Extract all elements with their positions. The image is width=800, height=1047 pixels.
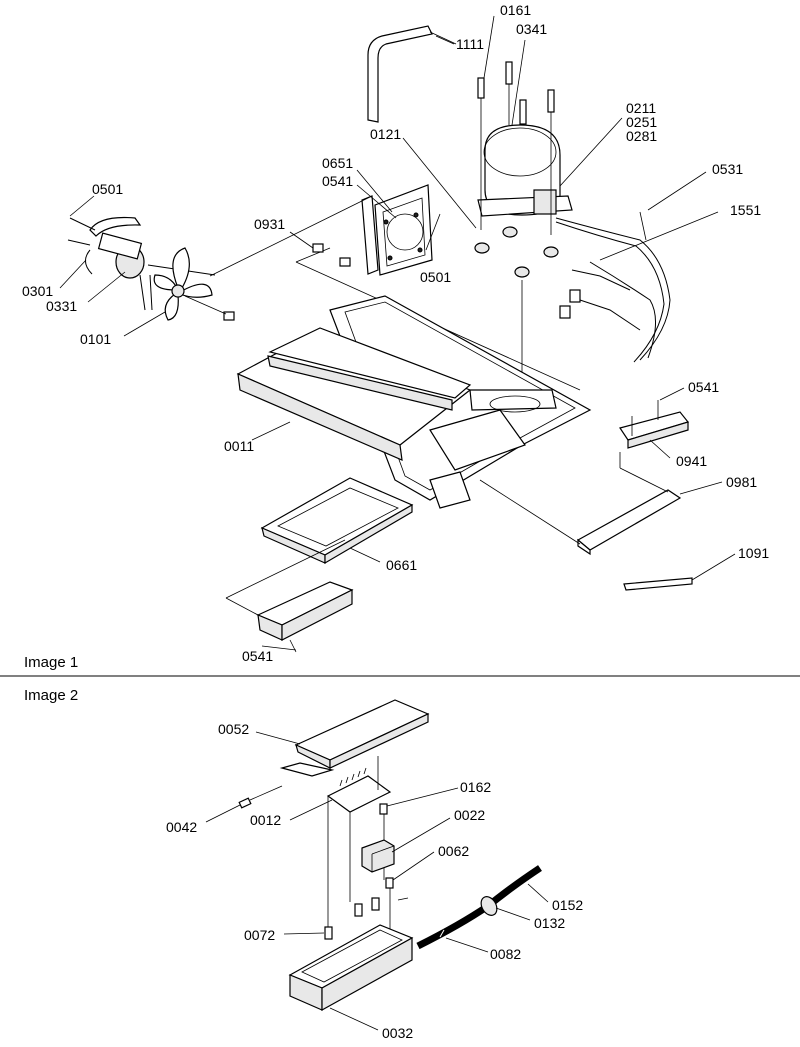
fasteners [324,897,409,940]
label-0981: 0981 [726,474,757,490]
box-0541 [225,539,354,653]
cover-0052 [279,699,430,777]
drain-tube-1091 [623,577,693,591]
label-0651: 0651 [322,155,353,171]
panel-0981 [479,452,682,556]
label-0022: 0022 [454,807,485,823]
label-0121: 0121 [370,126,401,142]
compressor [477,118,573,217]
control-box-0032 [288,924,414,1012]
power-cable [416,865,542,950]
label-0132: 0132 [534,915,565,931]
grommets [474,226,559,430]
image1-leaders [59,15,736,651]
clips-0931 [312,243,351,267]
label-0052: 0052 [218,721,249,737]
image1-labels: 0161 1111 0341 0211 0251 0281 0121 0651 … [22,2,769,664]
label-0941: 0941 [676,453,707,469]
label-0012: 0012 [250,812,281,828]
image2-leaders [205,731,549,1031]
label-1091: 1091 [738,545,769,561]
label-0541-mid: 0541 [688,379,719,395]
label-0501-right: 0501 [420,269,451,285]
compressor-bolts [477,61,555,235]
tube-1111 [367,25,433,123]
label-0072: 0072 [244,927,275,943]
label-0531: 0531 [712,161,743,177]
label-0211: 0211 [626,100,656,116]
label-0331: 0331 [46,298,77,314]
label-0661: 0661 [386,557,417,573]
label-0042: 0042 [166,819,197,835]
label-0341: 0341 [516,21,547,37]
label-0501-left: 0501 [92,181,123,197]
label-0101: 0101 [80,331,111,347]
label-0931: 0931 [254,216,285,232]
label-0301: 0301 [22,283,53,299]
drain-pan-0661 [260,477,414,565]
condenser-base-0011 [236,295,592,509]
fan-bracket-0651 [361,184,433,276]
label-1551: 1551 [730,202,761,218]
screw-0062 [385,877,394,889]
label-0161: 0161 [500,2,531,18]
image2-drawing: Image 2 [24,687,583,1041]
image1-drawing: 0161 1111 0341 0211 0251 0281 0121 0651 … [22,2,769,671]
label-0011: 0011 [224,438,254,454]
caption-image1: Image 1 [24,654,78,671]
screw-0162 [379,803,388,815]
caption-image2: Image 2 [24,687,78,704]
wire-harness-1551 [555,211,671,363]
label-0152: 0152 [552,897,583,913]
screw-0042 [238,785,283,809]
relay-0022 [361,839,395,873]
image2-labels: 0052 0162 0042 0012 0022 0062 0152 0132 … [166,721,583,1041]
label-0062: 0062 [438,843,469,859]
bracket-0941 [619,400,690,449]
label-0251: 0251 [626,114,657,130]
label-0162: 0162 [460,779,491,795]
label-0082: 0082 [490,946,521,962]
label-0541-top: 0541 [322,173,353,189]
fan-motor [67,216,216,311]
label-0541-bottom: 0541 [242,648,273,664]
label-1111: 1111 [456,36,484,52]
fan-blade [153,247,235,321]
label-0032: 0032 [382,1025,413,1041]
label-0281: 0281 [626,128,657,144]
